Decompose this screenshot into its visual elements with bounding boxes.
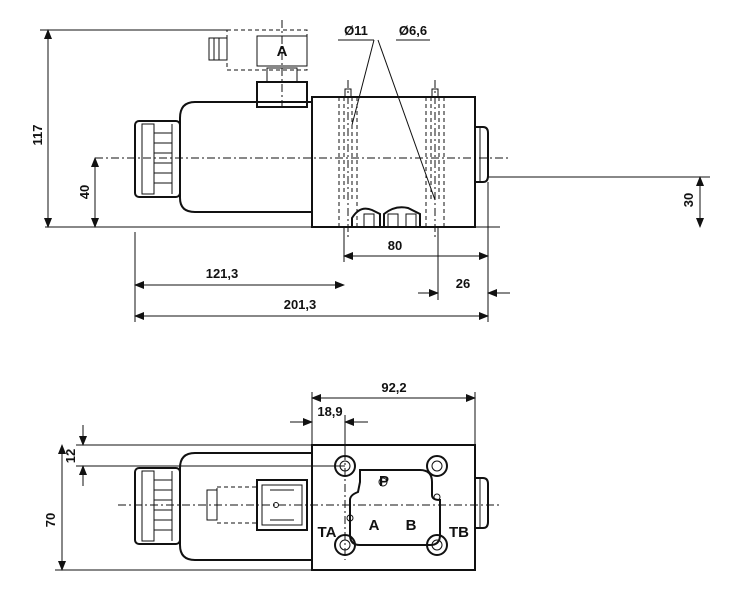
dia-callouts	[338, 39, 436, 201]
dim-offset-26	[418, 227, 510, 300]
coil-nut	[134, 120, 181, 198]
dim-text-121: 121,3	[206, 266, 239, 281]
port-pattern	[349, 469, 441, 546]
mounting-hole-left	[338, 88, 358, 227]
dim-text-40: 40	[77, 185, 92, 199]
solenoid-coil-bottom	[179, 452, 312, 561]
port-label-b: B	[406, 517, 417, 534]
solenoid-coil	[179, 101, 312, 213]
port-label-ta: TA	[318, 524, 337, 541]
dim-text-92: 92,2	[381, 380, 406, 395]
dim-text-dia-11: Ø11	[344, 23, 368, 38]
port-label-p: P	[379, 473, 389, 490]
dim-text-dia-66: Ø6,6	[399, 23, 427, 38]
dim-text-18: 18,9	[317, 404, 342, 419]
port-label-a: A	[369, 517, 380, 534]
mounting-screw-br	[426, 534, 448, 556]
dim-text-201: 201,3	[284, 297, 317, 312]
dim-text-12: 12	[63, 449, 78, 463]
electrical-connector	[208, 29, 308, 108]
dim-offset-12	[76, 425, 345, 486]
mounting-screw-tr	[426, 455, 448, 477]
dim-text-70: 70	[43, 513, 58, 527]
dim-height-117	[40, 29, 227, 228]
dim-text-26: 26	[456, 276, 470, 291]
dim-text-30: 30	[681, 193, 696, 207]
dim-length-121	[134, 232, 345, 322]
bottom-view: P A B TA TB 92,2 18,9 12	[43, 380, 500, 571]
connector-label: A	[277, 43, 288, 60]
dim-offset-18	[290, 415, 368, 456]
dim-text-117: 117	[30, 125, 45, 146]
valve-body	[311, 96, 476, 228]
port-label-tb: TB	[449, 524, 469, 541]
port-seals	[351, 206, 421, 228]
coil-nut-bottom	[134, 467, 181, 545]
dim-width-80	[343, 182, 489, 322]
dim-height-70	[55, 444, 312, 571]
body-end-cap	[475, 126, 489, 183]
dim-height-30	[488, 176, 710, 228]
dim-text-80: 80	[388, 238, 402, 253]
valve-body-bottom	[311, 444, 476, 571]
port-p-hole	[378, 477, 388, 487]
mounting-screw-bl	[334, 534, 356, 556]
top-view: A 117 40 30 80	[30, 20, 710, 322]
